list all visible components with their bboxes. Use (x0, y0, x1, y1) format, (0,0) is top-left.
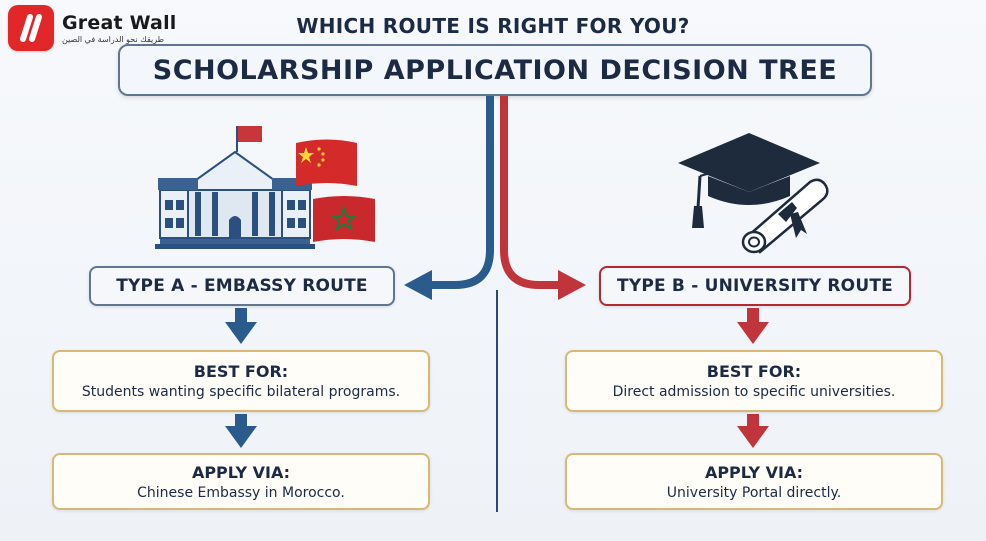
title-banner: SCHOLARSHIP APPLICATION DECISION TREE (118, 44, 872, 96)
route-b-arrow-down-2 (737, 414, 769, 448)
route-b-label: TYPE B - UNIVERSITY ROUTE (617, 276, 893, 296)
route-b-apply-heading: APPLY VIA: (704, 462, 804, 482)
route-b-best-for-text: Direct admission to specific universitie… (612, 384, 896, 400)
route-b-best-for-heading: BEST FOR: (706, 362, 802, 381)
brand-logo: Great Wall طريقك نحو الدراسة في الصين (8, 5, 177, 51)
route-a-best-for-text: Students wanting specific bilateral prog… (81, 384, 401, 400)
route-a-apply-card: APPLY VIA: Chinese Embassy in Morocco. (52, 453, 430, 510)
route-b-arrow-down-1 (737, 308, 769, 344)
route-a-apply-text: Chinese Embassy in Morocco. (137, 484, 345, 501)
route-a-apply-heading: APPLY VIA: (191, 462, 291, 482)
diploma-scroll-icon (741, 178, 829, 254)
logo-tagline: طريقك نحو الدراسة في الصين (62, 35, 165, 44)
center-divider (496, 290, 498, 512)
page-title: SCHOLARSHIP APPLICATION DECISION TREE (152, 54, 838, 86)
route-a-label: TYPE A - EMBASSY ROUTE (116, 276, 368, 296)
route-a-connector (404, 96, 494, 300)
route-b-apply-card: APPLY VIA: University Portal directly. (565, 453, 943, 510)
route-a-best-for-card: BEST FOR: Students wanting specific bila… (52, 350, 430, 412)
route-b-apply-text: University Portal directly. (666, 484, 842, 501)
china-flag-icon (296, 139, 357, 186)
route-b-box: TYPE B - UNIVERSITY ROUTE (599, 266, 911, 306)
route-b-connector (500, 96, 586, 300)
graduation-cap-icon (678, 133, 820, 228)
route-a-arrow-down-2 (225, 414, 257, 448)
morocco-flag-icon (313, 196, 375, 242)
route-a-box: TYPE A - EMBASSY ROUTE (89, 266, 395, 306)
route-a-best-for-heading: BEST FOR: (193, 362, 289, 381)
page-subtitle: WHICH ROUTE IS RIGHT FOR YOU? (296, 14, 690, 38)
embassy-building-icon (155, 126, 315, 249)
route-b-best-for-card: BEST FOR: Direct admission to specific u… (565, 350, 943, 412)
logo-name: Great Wall (62, 12, 177, 34)
logo-mark-icon (8, 5, 54, 51)
route-a-arrow-down-1 (225, 308, 257, 344)
